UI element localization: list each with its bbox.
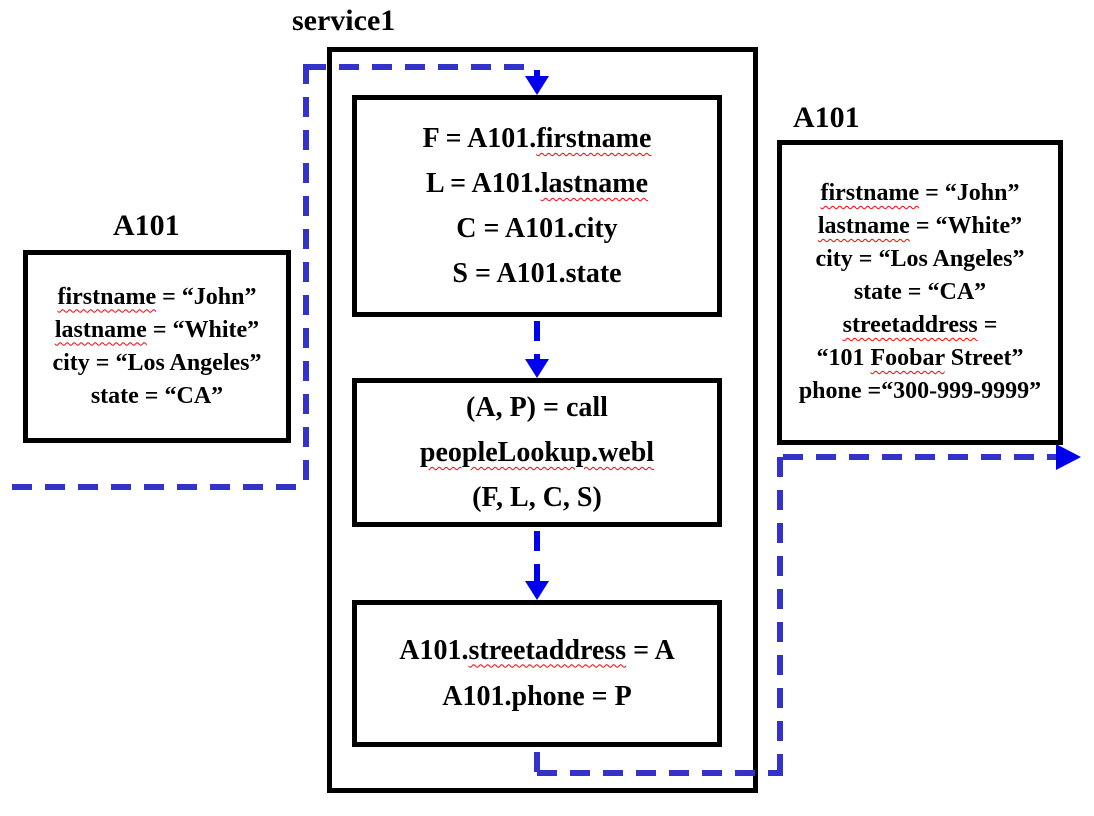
text-segment: = “John” [919,180,1020,206]
text-line: C = A101.city [456,206,617,251]
text-segment: C = A101.city [456,213,618,244]
arrowhead-down-into-step2-icon [525,359,549,378]
step1-to-step2-dash [534,321,540,359]
text-segment: S = A101.state [452,258,622,289]
text-line: L = A101.lastname [426,161,648,206]
text-segment: A101.phone = P [442,680,632,712]
text-line: city = “Los Angeles” [815,243,1024,276]
misspelled-word: streetaddress [468,634,627,666]
text-segment: (A, P) = call [466,392,608,423]
text-segment: A101. [399,634,469,666]
service-title: service1 [292,4,396,37]
right-record-label: A101 [793,101,860,134]
misspelled-word: firstname [57,283,157,310]
arrowhead-down-into-step1-icon [525,76,549,95]
output-flow-horizontal-top-dash [783,454,1056,460]
text-segment: state = “CA” [853,279,987,305]
text-segment: city = “Los Angeles” [815,246,1025,272]
service1-container-box [327,47,758,793]
text-line: (F, L, C, S) [472,475,602,520]
arrowhead-right-output-icon [1056,444,1081,470]
input-flow-vertical-dash [303,64,309,488]
misspelled-word: lastname [817,213,910,239]
text-segment: = A [626,634,675,666]
text-segment: = “White” [146,316,260,343]
text-line: peopleLookup.webl [420,430,654,475]
text-segment: state = “CA” [90,382,224,409]
text-line: F = A101.firstname [423,116,652,161]
text-line: lastname = “White” [55,314,259,347]
left-record-box: firstname = “John”lastname = “White”city… [23,250,291,443]
misspelled-word: lastname [54,316,147,343]
text-segment: L = A101. [425,168,541,199]
text-line: firstname = “John” [57,281,256,314]
text-segment: phone =“300-999-9999” [798,378,1042,404]
misspelled-word: Foobar [870,345,945,371]
output-flow-horizontal-bottom-dash [537,770,783,776]
text-line: (A, P) = call [466,385,608,430]
text-line: state = “CA” [854,276,986,309]
misspelled-word: lastname [540,168,649,199]
misspelled-word: peopleLookup.webl [419,437,655,468]
text-line: streetaddress = [843,309,998,342]
text-segment: = “White” [909,213,1023,239]
misspelled-word: firstname [820,180,920,206]
step-call-people-lookup-box: (A, P) = call peopleLookup.webl (F, L, C, … [352,378,722,527]
output-flow-vertical-stub-dash [534,752,540,776]
input-flow-arrow-stem [534,70,540,77]
misspelled-word: streetaddress [842,312,978,338]
text-segment: = [977,312,998,338]
arrowhead-down-into-step3-icon [525,581,549,600]
text-line: state = “CA” [91,380,223,413]
misspelled-word: firstname [536,123,652,154]
step-assign-outputs-box: A101.streetaddress = A A101.phone = P [352,600,722,747]
text-line: firstname = “John” [820,177,1019,210]
text-line: S = A101.state [452,251,621,296]
right-record-box: firstname = “John”lastname = “White”city… [777,140,1063,445]
text-segment: = “John” [156,283,257,310]
text-segment: “101 [816,345,871,371]
text-segment: F = A101. [422,123,537,154]
input-flow-horizontal-top-dash [306,64,530,70]
text-line: city = “Los Angeles” [52,347,261,380]
text-line: A101.phone = P [442,674,631,720]
text-line: lastname = “White” [818,210,1022,243]
text-segment: (F, L, C, S) [472,482,602,513]
text-line: A101.streetaddress = A [399,628,674,674]
text-segment: Street” [944,345,1024,371]
output-flow-vertical-dash [777,457,783,776]
left-record-label: A101 [113,209,180,242]
text-line: phone =“300-999-9999” [799,375,1041,408]
step2-to-step3-dash [534,531,540,581]
text-segment: city = “Los Angeles” [52,349,262,376]
input-flow-horizontal-bottom-dash [12,484,308,490]
text-line: “101 Foobar Street” [816,342,1023,375]
